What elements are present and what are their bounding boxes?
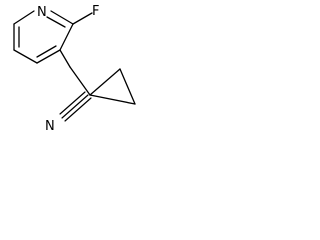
bond-n1-c2: [50, 10, 74, 25]
bond-nitrile-2: [59, 91, 86, 115]
molecule-structure: N F N: [13, 4, 136, 134]
bond-c4-c3: [36, 49, 61, 64]
bond-c3-cq: [69, 66, 91, 96]
bond-c3-c2: [59, 23, 74, 51]
bond-n1-c6: [13, 10, 35, 25]
bond-c4-c3-inner: [36, 45, 57, 58]
atom-label-fluorine: F: [92, 4, 99, 19]
bond-n1-c2-inner: [46, 16, 66, 28]
nitrile-group: [59, 91, 92, 122]
bond-ca-cb: [119, 68, 136, 105]
pyridine-ring: [13, 10, 93, 96]
bond-c3-cq-start: [59, 49, 71, 68]
bond-c2-f: [72, 12, 93, 25]
bond-cb-cq: [89, 94, 136, 105]
cyclopropane-ring: [89, 68, 136, 105]
bond-nitrile-1: [61, 94, 89, 119]
atom-label-nitrile-nitrogen: N: [45, 119, 55, 134]
bond-cq-ca: [89, 68, 121, 96]
bond-nitrile-3: [64, 97, 92, 122]
atom-label-ring-nitrogen: N: [37, 5, 47, 20]
bond-c5-c4: [13, 49, 38, 64]
